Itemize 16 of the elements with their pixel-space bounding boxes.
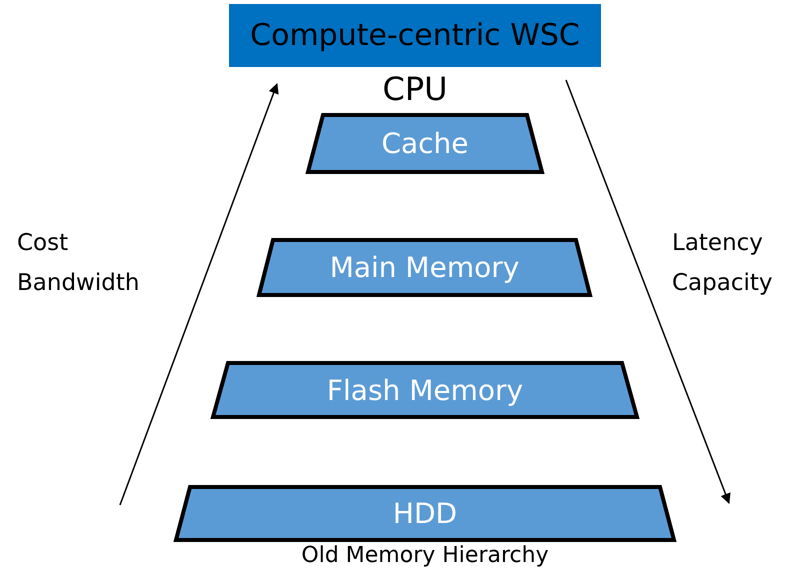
level-label: Flash Memory — [326, 374, 524, 406]
axis-label: Bandwidth — [17, 270, 140, 296]
axis-label: Cost — [17, 230, 68, 256]
memory-level-trapezoid — [174, 485, 676, 542]
level-label: Main Memory — [330, 251, 520, 284]
memory-level-trapezoid — [306, 113, 544, 174]
level-label: Compute-centric WSC — [250, 18, 580, 53]
title-box — [229, 4, 601, 67]
axis-label: Latency — [672, 230, 763, 256]
level-label: HDD — [392, 497, 458, 530]
memory-level-trapezoid — [211, 361, 639, 419]
caption-label: Old Memory Hierarchy — [301, 543, 549, 568]
cpu-label: CPU — [382, 70, 448, 108]
axis-label: Capacity — [672, 270, 773, 296]
memory-level-trapezoid — [257, 238, 592, 297]
level-label: Cache — [381, 127, 469, 160]
